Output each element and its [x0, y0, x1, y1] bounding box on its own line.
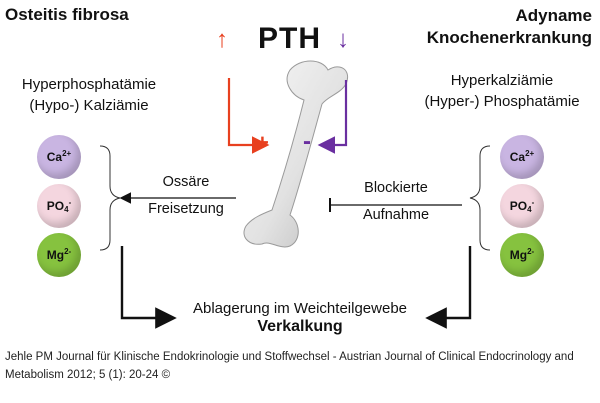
- left-process: Ossäre Freisetzung: [130, 174, 242, 217]
- minus-sign: -: [303, 128, 311, 155]
- left-condition-line2: (Hypo-) Kalziämie: [29, 97, 149, 114]
- blocked-uptake-line: [329, 198, 462, 212]
- right-process: Blockierte Aufnahme: [340, 180, 452, 223]
- bone-illustration: [243, 60, 348, 248]
- left-condition-line1: Hyperphosphatämie: [21, 76, 157, 93]
- title-osteitis-fibrosa: Osteitis fibrosa: [5, 5, 129, 24]
- ion-ca-left: Ca2+: [37, 135, 81, 179]
- ion-po4-right: PO4-: [500, 184, 544, 228]
- right-brace: [469, 145, 491, 251]
- right-condition-line1: Hyperkalziämie: [450, 72, 554, 89]
- right-condition-line2: (Hyper-) Phosphatämie: [424, 93, 580, 110]
- right-process-line1: Blockierte: [364, 180, 428, 196]
- pth-up-arrow-glyph: ↑: [216, 26, 228, 53]
- title-adynamic-bone-disease: Adyname Knochenerkrankung: [427, 5, 592, 49]
- ion-po4-left: PO4-: [37, 184, 81, 228]
- title-right-line1: Adyname: [515, 6, 592, 25]
- pth-label: PTH: [258, 22, 321, 55]
- right-deposition-arrow: [425, 246, 472, 329]
- left-condition: Hyperphosphatämie (Hypo-) Kalziämie: [14, 74, 164, 116]
- right-condition: Hyperkalziämie (Hyper-) Phosphatämie: [404, 70, 600, 112]
- left-process-line1: Ossäre: [162, 174, 210, 190]
- pth-decrease-arrow: [317, 80, 348, 154]
- citation-text: Jehle PM Journal für Klinische Endokrino…: [5, 351, 574, 381]
- ion-ca-right: Ca2+: [500, 135, 544, 179]
- pth-increase-arrow: [227, 78, 270, 154]
- ion-mg-left: Mg2-: [37, 233, 81, 277]
- ion-mg-right: Mg2-: [500, 233, 544, 277]
- left-deposition-arrow: [120, 246, 177, 329]
- title-right-line2: Knochenerkrankung: [426, 28, 592, 47]
- left-process-line2: Freisetzung: [148, 201, 224, 217]
- deposition-label: Ablagerung im Weichteilgewebe: [192, 300, 407, 317]
- calcification-label: Verkalkung: [257, 318, 343, 335]
- pth-down-arrow-glyph: ↓: [337, 26, 349, 53]
- plus-sign: +: [256, 130, 269, 155]
- right-process-line2: Aufnahme: [362, 207, 430, 223]
- left-brace: [99, 145, 121, 251]
